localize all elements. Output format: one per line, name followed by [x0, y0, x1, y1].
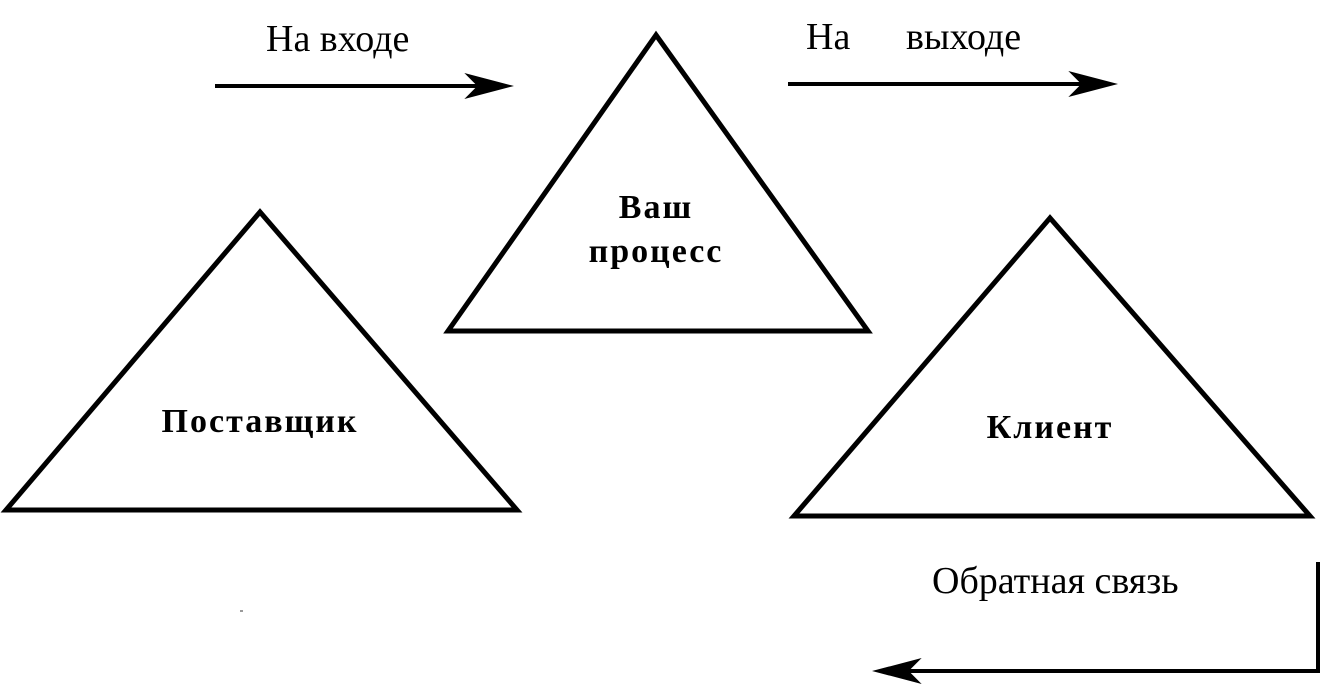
- client-label: Клиент: [987, 409, 1114, 446]
- client-triangle: [788, 214, 1316, 519]
- input-label: На входе: [266, 18, 409, 60]
- output-label-word1: На: [806, 16, 850, 58]
- process-triangle: [443, 30, 873, 334]
- process-label-line1: Ваш: [619, 189, 693, 226]
- output-label-word2: выходе: [906, 16, 1021, 58]
- input-arrow: [215, 73, 514, 99]
- scan-speck: [240, 610, 243, 612]
- output-arrow: [788, 71, 1118, 97]
- supplier-label: Поставщик: [162, 403, 359, 440]
- feedback-arrow: [872, 562, 1320, 684]
- process-label-line2: процесс: [589, 233, 724, 270]
- supplier-triangle: [0, 208, 523, 513]
- feedback-label: Обратная связь: [932, 560, 1179, 602]
